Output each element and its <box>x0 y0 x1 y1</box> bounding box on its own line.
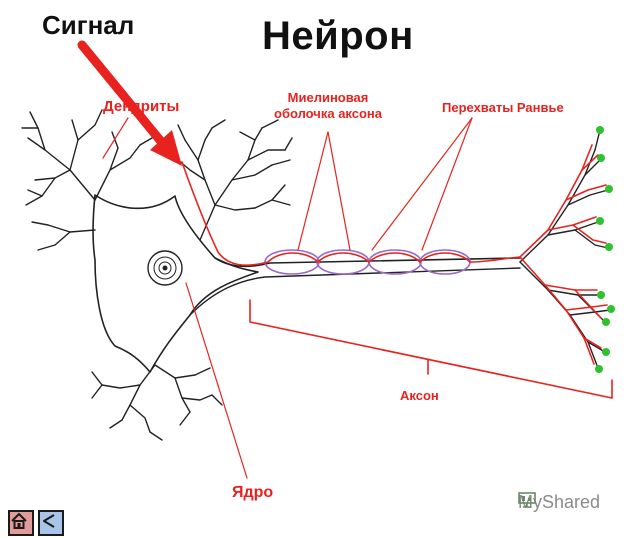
home-icon <box>10 512 28 530</box>
ranvier-nodes-label: Перехваты Ранвье <box>442 100 564 115</box>
presentation-icon <box>518 492 536 508</box>
home-button[interactable] <box>8 510 34 536</box>
signal-pathway <box>182 145 607 364</box>
nucleus <box>148 251 182 285</box>
synaptic-terminals <box>595 126 615 373</box>
dendrite-tree-lower <box>92 365 222 440</box>
back-button[interactable] <box>38 510 64 536</box>
axon-lower-edge <box>190 268 520 315</box>
axon-terminals <box>520 130 610 368</box>
dendrites-label: Дендриты <box>103 98 179 115</box>
dendrite-tree-upper-right <box>178 120 292 240</box>
nucleus-label: Ядро <box>232 484 273 502</box>
watermark: MyShared <box>518 492 600 513</box>
dendrite-tree-upper-left <box>22 110 152 250</box>
back-arrow-icon <box>40 512 58 530</box>
myelin-label-line-1: Миелиновая <box>274 90 382 106</box>
diagram-title: Нейрон <box>262 14 414 59</box>
myelin-label-line-2: оболочка аксона <box>274 106 382 122</box>
axon-label: Аксон <box>400 388 439 403</box>
label-leader-lines <box>103 118 472 478</box>
signal-label: Сигнал <box>42 10 134 41</box>
cell-body-outline <box>93 195 258 372</box>
axon-bracket <box>250 300 612 398</box>
myelin-label: Миелиновая оболочка аксона <box>274 90 382 122</box>
